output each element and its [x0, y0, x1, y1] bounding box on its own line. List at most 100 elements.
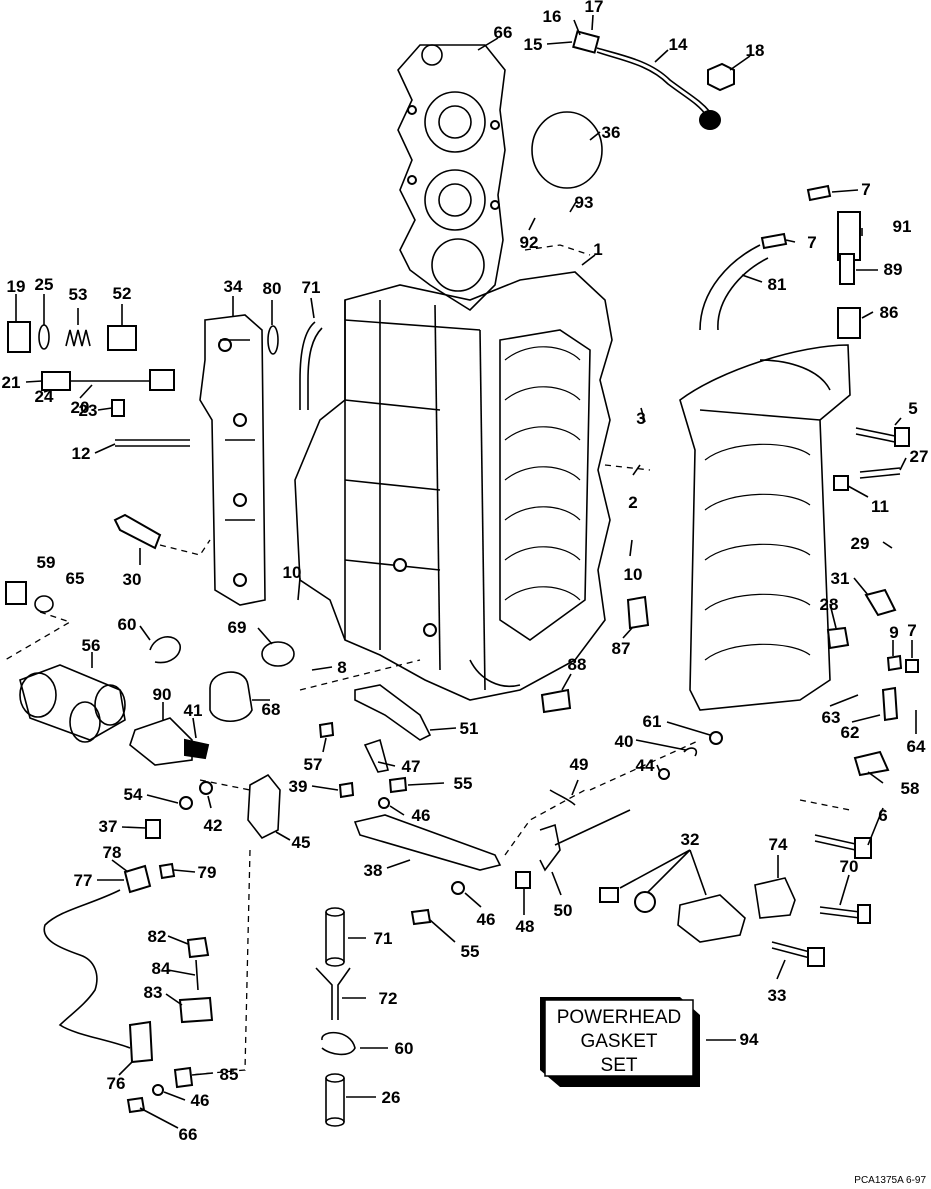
lower-right-group: [599, 877, 871, 967]
callout-11: 11: [871, 497, 889, 516]
callout-28: 28: [820, 595, 839, 614]
callout-45: 45: [292, 833, 311, 852]
callout-44: 44: [636, 756, 655, 775]
callout-1: 1: [593, 240, 602, 259]
callout-65: 65: [66, 569, 85, 588]
callout-34: 34: [224, 277, 243, 296]
callout-51: 51: [460, 719, 479, 738]
plate-45: [247, 773, 281, 840]
crankcase: [679, 344, 851, 711]
callout-21: 21: [2, 373, 21, 392]
callout-80: 80: [263, 279, 282, 298]
callout-5: 5: [908, 399, 917, 418]
callout-91: 91: [893, 217, 912, 236]
callout-58: 58: [901, 779, 920, 798]
cylinder-block: [294, 271, 613, 701]
callout-9: 9: [889, 623, 898, 642]
callout-40: 40: [615, 732, 634, 751]
callout-41: 41: [184, 701, 203, 720]
callout-72: 72: [379, 989, 398, 1008]
starter-group: [19, 664, 210, 766]
callout-70: 70: [840, 857, 859, 876]
callout-8: 8: [337, 658, 346, 677]
callout-76: 76: [107, 1074, 126, 1093]
block-88: [540, 688, 572, 714]
callout-64: 64: [907, 737, 926, 756]
kit-line-2: GASKET: [580, 1031, 657, 1052]
callout-60-a: 60: [118, 615, 137, 634]
callout-26: 26: [382, 1088, 401, 1107]
callout-2: 2: [628, 493, 637, 512]
block-87: [626, 595, 650, 630]
callout-39: 39: [289, 777, 308, 796]
callout-78: 78: [103, 843, 122, 862]
callout-86: 86: [880, 303, 899, 322]
callout-89: 89: [884, 260, 903, 279]
callout-23: 23: [79, 401, 98, 420]
callout-33: 33: [768, 986, 787, 1005]
callout-85: 85: [220, 1065, 239, 1084]
gasket-set-text: POWERHEAD GASKET SET: [557, 1007, 682, 1076]
callout-61: 61: [643, 712, 662, 731]
washer-69: [261, 641, 295, 667]
kit-line-1: POWERHEAD: [557, 1007, 682, 1028]
callout-84: 84: [152, 959, 171, 978]
callout-83: 83: [144, 983, 163, 1002]
callout-29: 29: [851, 534, 870, 553]
callout-7-c: 7: [907, 621, 916, 640]
drawing-code: PCA1375A 6-97: [854, 1175, 926, 1186]
callout-labels: 17 16 15 14 18 66 36 93 92 1 7 91 7 89 8…: [2, 0, 929, 1144]
callout-25: 25: [35, 275, 54, 294]
callout-3: 3: [636, 409, 645, 428]
exhaust-cover: [199, 314, 266, 606]
callout-36: 36: [602, 123, 621, 142]
callout-16: 16: [543, 7, 562, 26]
o-ring: [531, 111, 603, 189]
grommet-59: [5, 581, 27, 605]
callout-81: 81: [768, 275, 787, 294]
callout-17: 17: [585, 0, 604, 16]
kit-line-3: SET: [601, 1055, 638, 1076]
callout-52: 52: [113, 284, 132, 303]
gasket-set-box: [540, 997, 700, 1087]
callout-55-a: 55: [454, 774, 473, 793]
callout-31: 31: [831, 569, 850, 588]
callout-59: 59: [37, 553, 56, 572]
callout-54: 54: [124, 785, 143, 804]
callout-37: 37: [99, 817, 118, 836]
cylinder-head-gasket: [397, 44, 506, 312]
parts-drawing: [4, 30, 919, 1127]
bracket-51: [354, 684, 432, 741]
callout-50: 50: [554, 901, 573, 920]
callout-27: 27: [910, 447, 929, 466]
callout-42: 42: [204, 816, 223, 835]
callout-46-c: 46: [191, 1091, 210, 1110]
callout-14: 14: [669, 35, 688, 54]
callout-7-a: 7: [861, 180, 870, 199]
callout-94: 94: [740, 1030, 759, 1049]
callout-30: 30: [123, 570, 142, 589]
callout-20: 20: [71, 398, 90, 417]
callout-15: 15: [524, 35, 543, 54]
callout-68: 68: [262, 700, 281, 719]
lower-left-group: [43, 721, 531, 1114]
callout-48: 48: [516, 917, 535, 936]
callout-19: 19: [7, 277, 26, 296]
clip-47: [363, 738, 389, 773]
callout-63: 63: [822, 708, 841, 727]
callout-6: 6: [878, 806, 887, 825]
callout-46-a: 46: [412, 806, 431, 825]
dashed-leader-lines: [4, 244, 851, 1076]
callout-leaders: [15, 14, 917, 1129]
callout-10-a: 10: [624, 565, 643, 584]
lower-center-hoses: [315, 907, 356, 1127]
right-fittings: [549, 184, 919, 859]
callout-93: 93: [575, 193, 594, 212]
callout-12: 12: [72, 444, 91, 463]
ring-65: [34, 595, 54, 613]
callout-87: 87: [612, 639, 631, 658]
callout-24: 24: [35, 387, 54, 406]
seal-80: [267, 325, 279, 355]
callout-47: 47: [402, 757, 421, 776]
